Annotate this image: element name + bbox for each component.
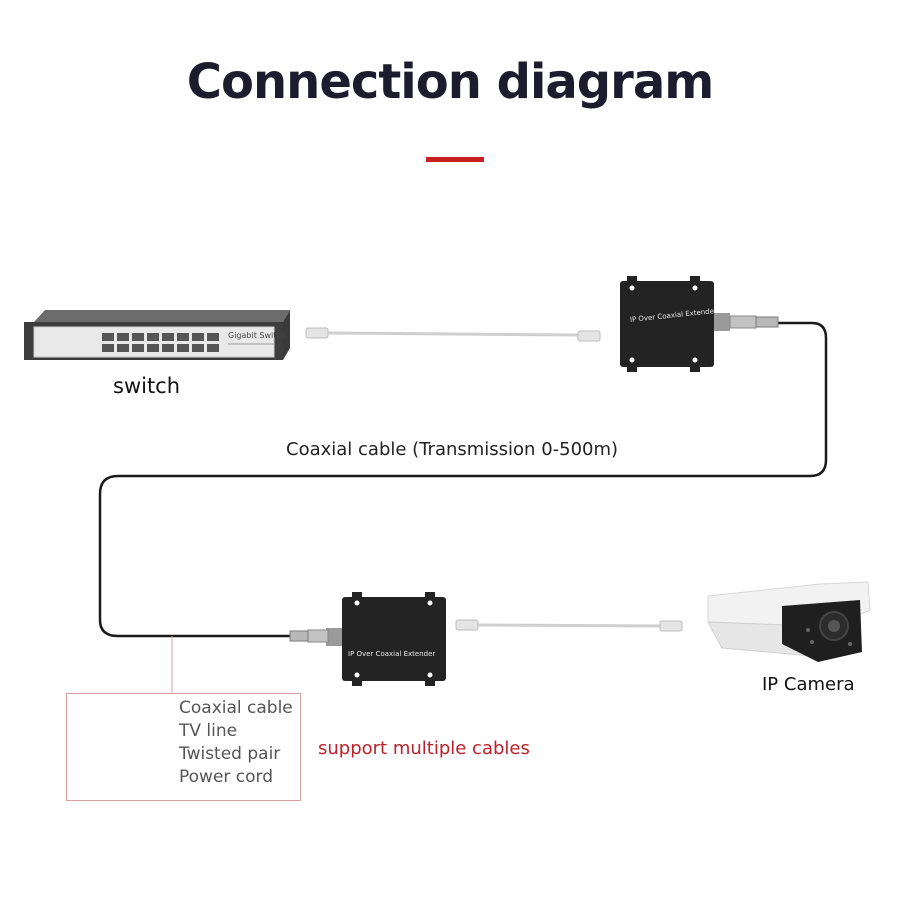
- ethernet-cable-bottom: [455, 619, 683, 632]
- support-cables-label: support multiple cables: [318, 738, 530, 759]
- network-switch: Gigabit Switch: [24, 310, 290, 360]
- legend-item: TV line: [179, 721, 238, 741]
- title-underline: [426, 157, 484, 162]
- switch-brand-label: Gigabit Switch: [228, 331, 286, 340]
- extender-bottom: IP Over Coaxial Extender: [289, 592, 446, 686]
- extender-bottom-label: IP Over Coaxial Extender: [348, 650, 435, 658]
- ethernet-cable-top: [305, 327, 601, 342]
- legend-item: Coaxial cable: [179, 698, 293, 718]
- ip-camera-label: IP Camera: [762, 674, 855, 695]
- legend-item: Twisted pair: [179, 744, 281, 764]
- legend-item: Power cord: [179, 767, 274, 787]
- extender-top: IP Over Coaxial Extender: [620, 276, 779, 372]
- coaxial-cable-label: Coaxial cable (Transmission 0-500m): [286, 439, 619, 460]
- coaxial-cable-line: [98, 321, 828, 638]
- switch-label: switch: [113, 374, 181, 398]
- page-title: Connection diagram: [186, 54, 714, 110]
- ip-camera-icon: [707, 581, 871, 662]
- cable-legend: Coaxial cable TV line Twisted pair Power…: [66, 693, 301, 801]
